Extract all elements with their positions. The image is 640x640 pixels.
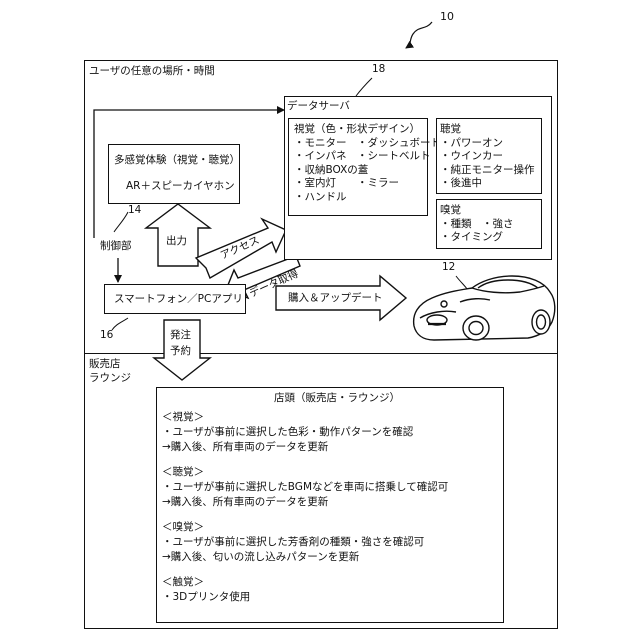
visual-item: ・モニター ・ダッシュボード xyxy=(294,137,441,151)
app-ref-label: 16 xyxy=(100,330,113,341)
shop-line: →購入後、所有車両のデータを更新 xyxy=(162,495,448,510)
olfactory-item: ・種類 ・強さ xyxy=(440,218,514,232)
shop-line: ・ユーザが事前に選択した芳香剤の種類・強さを確認可 xyxy=(162,535,448,550)
purchase-update-label: 購入＆アップデート xyxy=(288,293,383,304)
visual-design-list: 視覚（色・形状デザイン） ・モニター ・ダッシュボード ・インパネ ・シートベル… xyxy=(294,123,441,205)
multisensory-experience-line2: AR＋スピーカイヤホン xyxy=(126,181,235,192)
server-ref-leader xyxy=(356,78,372,96)
car-illustration xyxy=(414,276,555,340)
shop-line: →購入後、匂いの流し込みパターンを更新 xyxy=(162,550,448,565)
shop-line xyxy=(162,455,448,465)
shop-front-title: 店頭（販売店・ラウンジ） xyxy=(274,393,400,404)
auditory-item: ・ウインカー xyxy=(440,150,535,164)
shop-line: ＜聴覚＞ xyxy=(162,465,448,480)
smartphone-pc-app-label: スマートフォン／PCアプリ xyxy=(114,294,243,305)
olfactory-list: 嗅覚 ・種類 ・強さ ・タイミング xyxy=(440,204,514,245)
figure-ref-leader xyxy=(406,22,432,48)
shop-line: ・ユーザが事前に選択した色彩・動作パターンを確認 xyxy=(162,425,448,440)
auditory-item: ・後進中 xyxy=(440,177,535,191)
auditory-item: 聴覚 xyxy=(440,123,535,137)
shop-front-content: ＜視覚＞ ・ユーザが事前に選択した色彩・動作パターンを確認 →購入後、所有車両の… xyxy=(162,410,448,605)
shop-line: ＜嗅覚＞ xyxy=(162,520,448,535)
shop-line: ＜触覚＞ xyxy=(162,575,448,590)
visual-item: ・収納BOXの蓋 xyxy=(294,164,441,178)
server-ref-label: 18 xyxy=(372,64,385,75)
shop-line: ・3Dプリンタ使用 xyxy=(162,590,448,605)
shop-line: ・ユーザが事前に選択したBGMなどを車両に搭乗して確認可 xyxy=(162,480,448,495)
olfactory-item: 嗅覚 xyxy=(440,204,514,218)
controller-label: 制御部 xyxy=(100,241,132,252)
multisensory-experience-line1: 多感覚体験（視覚・聴覚） xyxy=(114,155,240,166)
shop-line: →購入後、所有車両のデータを更新 xyxy=(162,440,448,455)
multisensory-experience-box xyxy=(108,144,240,204)
visual-item: 視覚（色・形状デザイン） xyxy=(294,123,441,137)
visual-item: ・室内灯 ・ミラー xyxy=(294,177,441,191)
app-ref-leader xyxy=(112,318,128,330)
shop-line: ＜視覚＞ xyxy=(162,410,448,425)
auditory-item: ・純正モニター操作 xyxy=(440,164,535,178)
olfactory-item: ・タイミング xyxy=(440,231,514,245)
auditory-item: ・パワーオン xyxy=(440,137,535,151)
data-server-title: データサーバ xyxy=(287,101,350,112)
auditory-list: 聴覚 ・パワーオン ・ウインカー ・純正モニター操作 ・後進中 xyxy=(440,123,535,191)
visual-item: ・インパネ ・シートベルト xyxy=(294,150,441,164)
visual-item: ・ハンドル xyxy=(294,191,441,205)
shop-line xyxy=(162,510,448,520)
reserve-label: 予約 xyxy=(170,346,191,357)
shop-line xyxy=(162,565,448,575)
car-ref-label: 12 xyxy=(442,262,455,273)
controller-ref-label: 14 xyxy=(128,205,141,216)
order-label: 発注 xyxy=(170,330,191,341)
output-label: 出力 xyxy=(166,236,187,247)
controller-ref-leader xyxy=(114,212,128,232)
